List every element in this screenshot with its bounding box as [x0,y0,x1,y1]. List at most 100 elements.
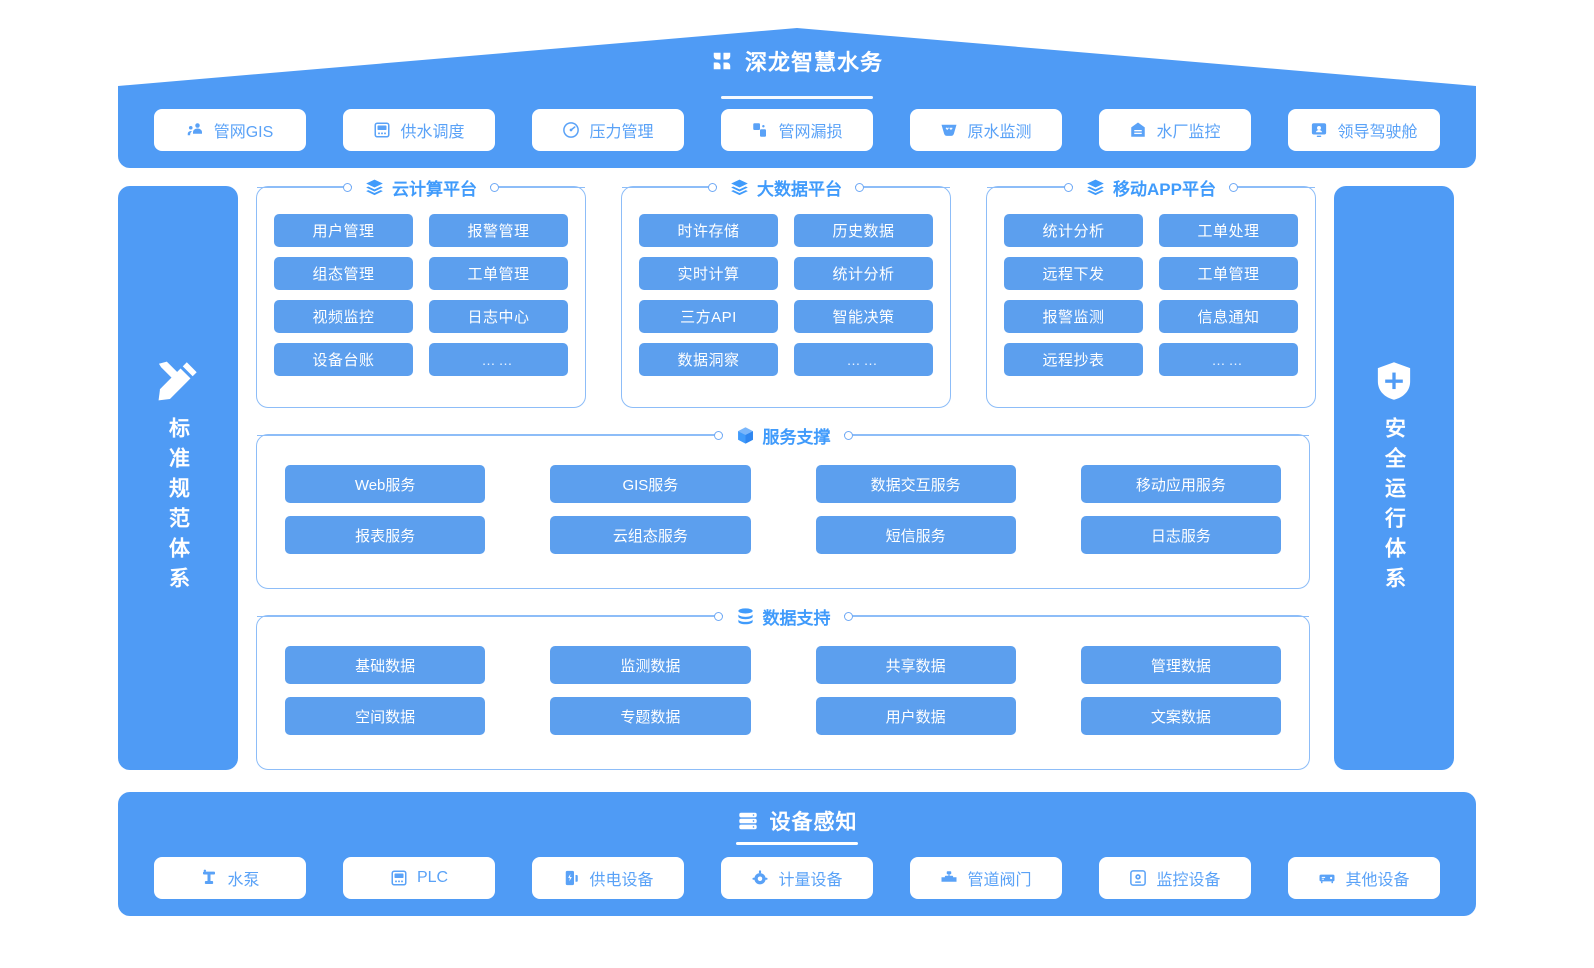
chip[interactable]: 设备台账 [274,343,413,376]
device-box-icon [1318,869,1336,887]
nav-pill-0[interactable]: 管网GIS [154,109,306,151]
chip[interactable]: 视频监控 [274,300,413,333]
sidebar-standards: 标准规范体系 [118,186,238,770]
chip-grid: 基础数据 监测数据 共享数据 管理数据 空间数据 专题数据 用户数据 文案数据 [285,646,1281,735]
chip[interactable]: 数据洞察 [639,343,778,376]
chip[interactable]: 三方API [639,300,778,333]
nav-pill-label: 水厂监控 [1156,124,1221,141]
pump-icon [200,869,218,887]
chip[interactable]: Web服务 [285,465,486,503]
chip[interactable]: 数据交互服务 [815,465,1016,503]
device-pill-1[interactable]: PLC [343,857,495,899]
chip[interactable]: 共享数据 [815,646,1016,684]
nav-pill-2[interactable]: 压力管理 [532,109,684,151]
title-underline [736,842,858,845]
device-pill-3[interactable]: 计量设备 [721,857,873,899]
plc-controller-icon [390,869,408,887]
connector-dot-right [843,611,853,621]
device-pill-label: 供电设备 [589,872,654,889]
panel-title: 服务支撑 [722,422,844,448]
device-pill-4[interactable]: 管道阀门 [910,857,1062,899]
water-wave-icon [940,121,958,139]
chip[interactable]: 时许存储 [639,214,778,247]
device-pill-label: 计量设备 [778,872,843,889]
chip-grid: 统计分析 工单处理 远程下发 工单管理 报警监测 信息通知 远程抄表 …… [1004,214,1298,376]
chip[interactable]: 专题数据 [550,697,751,735]
panel-body: 时许存储 历史数据 实时计算 统计分析 三方API 智能决策 数据洞察 …… [622,187,950,391]
panel-header: 大数据平台 [622,174,950,200]
chip[interactable]: 用户数据 [815,697,1016,735]
chip[interactable]: 报警管理 [429,214,568,247]
chip[interactable]: 空间数据 [285,697,486,735]
nav-pill-1[interactable]: 供水调度 [343,109,495,151]
connector-dot-left [343,182,352,192]
device-pill-0[interactable]: 水泵 [154,857,306,899]
device-pill-5[interactable]: 监控设备 [1099,857,1251,899]
chip[interactable]: 智能决策 [794,300,933,333]
panel-title-text: 大数据平台 [757,179,842,199]
chip[interactable]: 历史数据 [794,214,933,247]
chip-more[interactable]: …… [1159,343,1298,376]
chip[interactable]: 组态管理 [274,257,413,290]
chip[interactable]: 移动应用服务 [1080,465,1281,503]
chip[interactable]: 文案数据 [1080,697,1281,735]
panel-bigdata-platform: 大数据平台 时许存储 历史数据 实时计算 统计分析 三方API 智能决策 数据洞… [621,174,951,408]
connector-line-left [257,186,343,188]
connector-line-left [987,186,1065,188]
panel-title-text: 移动APP平台 [1113,179,1216,199]
device-pill-6[interactable]: 其他设备 [1288,857,1440,899]
chip[interactable]: 报警监测 [1004,300,1143,333]
connector-dot-left [713,611,723,621]
nav-pill-label: 压力管理 [589,124,654,141]
chip[interactable]: 用户管理 [274,214,413,247]
chip[interactable]: 基础数据 [285,646,486,684]
chip[interactable]: 工单处理 [1159,214,1298,247]
panel-title-text: 云计算平台 [392,179,477,199]
device-perception-title-block: 设备感知 [118,806,1476,846]
chip[interactable]: 管理数据 [1080,646,1281,684]
panel-title-text: 服务支撑 [762,427,831,447]
nav-pill-label: 管网漏损 [778,124,843,141]
plant-building-icon [1129,121,1147,139]
connector-dot-right [843,430,853,440]
device-pill-2[interactable]: 供电设备 [532,857,684,899]
device-perception-title: 设备感知 [769,811,858,834]
chip[interactable]: 云组态服务 [550,516,751,554]
chip[interactable]: 远程抄表 [1004,343,1143,376]
nav-pill-5[interactable]: 水厂监控 [1099,109,1251,151]
nav-pill-4[interactable]: 原水监测 [910,109,1062,151]
chip[interactable]: 工单管理 [1159,257,1298,290]
chip-more[interactable]: …… [794,343,933,376]
panel-body: 基础数据 监测数据 共享数据 管理数据 空间数据 专题数据 用户数据 文案数据 [257,616,1309,753]
connector-line-right [1237,186,1315,188]
chip[interactable]: 实时计算 [639,257,778,290]
chip[interactable]: 信息通知 [1159,300,1298,333]
panel-title-text: 数据支持 [762,608,831,628]
connector-line-right [499,186,585,188]
device-pill-label: 水泵 [227,872,260,889]
chip[interactable]: GIS服务 [550,465,751,503]
layers-icon [365,178,384,197]
chip[interactable]: 统计分析 [1004,214,1143,247]
chip[interactable]: 日志中心 [429,300,568,333]
device-pill-label: 监控设备 [1156,872,1221,889]
panel-data-support: 数据支持 基础数据 监测数据 共享数据 管理数据 空间数据 专题数据 用户数据 … [256,603,1310,770]
connector-line-left [257,615,714,617]
connector-line-right [852,615,1309,617]
connector-line-right [852,434,1309,436]
leak-pipe-icon [751,121,769,139]
chip[interactable]: 日志服务 [1080,516,1281,554]
nav-pill-3[interactable]: 管网漏损 [721,109,873,151]
chip-more[interactable]: …… [429,343,568,376]
connector-dot-left [708,182,717,192]
chip[interactable]: 报表服务 [285,516,486,554]
chip[interactable]: 监测数据 [550,646,751,684]
chip[interactable]: 短信服务 [815,516,1016,554]
panel-header: 移动APP平台 [987,174,1315,200]
chip[interactable]: 远程下发 [1004,257,1143,290]
chip[interactable]: 工单管理 [429,257,568,290]
nav-pill-6[interactable]: 领导驾驶舱 [1288,109,1440,151]
chip[interactable]: 统计分析 [794,257,933,290]
connector-dot-left [713,430,723,440]
panel-title: 大数据平台 [717,174,855,200]
